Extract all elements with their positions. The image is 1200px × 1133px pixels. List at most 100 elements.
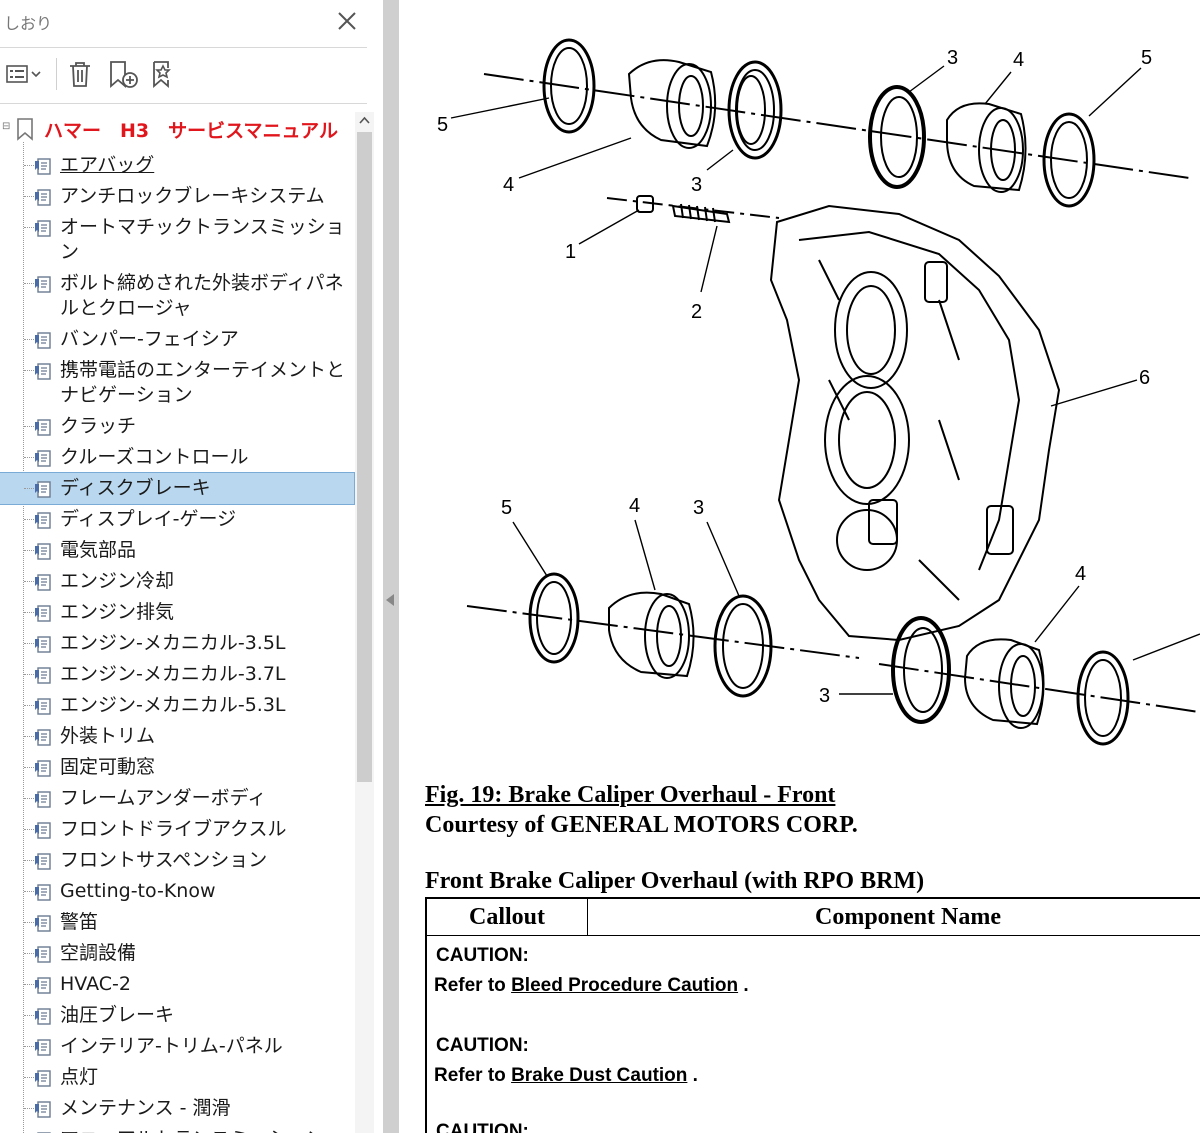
bookmark-label: 空調設備 <box>60 942 137 964</box>
bookmark-item[interactable]: エアバッグ <box>0 150 354 181</box>
options-menu-icon[interactable] <box>4 58 44 90</box>
bookmark-root[interactable]: ハマー H3 サービスマニュアル <box>44 120 338 142</box>
tree-connector <box>24 550 34 551</box>
bookmark-page-icon <box>35 332 51 349</box>
tree-connector <box>24 829 34 830</box>
bookmark-item[interactable]: エンジン-メカニカル-3.5L <box>0 628 354 659</box>
bookmark-item[interactable]: 点灯 <box>0 1062 354 1093</box>
tree-connector <box>24 736 34 737</box>
bookmark-item[interactable]: ディスプレイ-ゲージ <box>0 504 354 535</box>
bookmark-item[interactable]: ボルト締めされた外装ボディパネルとクロージャ <box>0 268 354 324</box>
document-page: 5 4 3 3 4 5 1 2 6 5 4 3 3 4 Fig. 19: Bra… <box>399 0 1200 1133</box>
bookmark-item[interactable]: エンジン-メカニカル-5.3L <box>0 690 354 721</box>
callout-5: 5 <box>501 497 512 519</box>
bookmark-settings-icon[interactable] <box>146 58 182 90</box>
tree-connector <box>24 488 34 489</box>
bookmark-item[interactable]: Getting-to-Know <box>0 876 354 907</box>
bookmark-label: マニュアルトランスミッション <box>60 1127 354 1133</box>
bookmark-item[interactable]: メンテナンス - 潤滑 <box>0 1093 354 1124</box>
trash-icon[interactable] <box>64 58 96 90</box>
bookmark-item[interactable]: 空調設備 <box>0 938 354 969</box>
bookmark-item[interactable]: 外装トリム <box>0 721 354 752</box>
scroll-up-icon[interactable] <box>355 112 374 130</box>
bookmark-label: アンチロックブレーキシステム <box>60 185 325 207</box>
callout-2: 2 <box>691 301 702 323</box>
bookmark-item[interactable]: フロントドライブアクスル <box>0 814 354 845</box>
bookmark-item[interactable]: エンジン冷却 <box>0 566 354 597</box>
bookmark-item[interactable]: 油圧ブレーキ <box>0 1000 354 1031</box>
bookmark-page-icon <box>35 363 51 380</box>
bookmark-label: インテリア-トリム-パネル <box>60 1035 283 1057</box>
tree-connector <box>24 953 34 954</box>
bookmark-item[interactable]: ディスクブレーキ <box>0 472 355 505</box>
tree-connector <box>24 283 34 284</box>
bookmark-page-icon <box>35 636 51 653</box>
bookmark-item[interactable]: フレームアンダーボディ <box>0 783 354 814</box>
caution-label: CAUTION: <box>436 1121 529 1133</box>
bookmark-item[interactable]: インテリア-トリム-パネル <box>0 1031 354 1062</box>
callout-4: 4 <box>1075 563 1086 585</box>
bookmark-page-icon <box>35 419 51 436</box>
bookmark-item[interactable]: オートマチックトランスミッション <box>0 212 354 268</box>
table-title: Front Brake Caliper Overhaul (with RPO B… <box>425 868 925 894</box>
tree-connector <box>24 426 34 427</box>
brake-caliper-figure: 5 4 3 3 4 5 1 2 6 5 4 3 3 4 <box>437 38 1200 746</box>
bookmark-item[interactable]: 警笛 <box>0 907 354 938</box>
tree-connector <box>24 1015 34 1016</box>
bookmark-label: 油圧ブレーキ <box>60 1004 175 1026</box>
bookmark-item[interactable]: フロントサスペンション <box>0 845 354 876</box>
bookmark-label: エンジン冷却 <box>60 570 175 592</box>
bookmark-page-icon <box>35 605 51 622</box>
tree-connector <box>24 457 34 458</box>
bookmark-item[interactable]: マニュアルトランスミッション <box>0 1124 354 1133</box>
callout-3: 3 <box>693 497 704 519</box>
collapse-toggle[interactable]: ⊟ <box>2 121 11 132</box>
new-bookmark-icon[interactable] <box>106 58 140 90</box>
bookmark-item[interactable]: HVAC-2 <box>0 969 354 1000</box>
close-icon[interactable] <box>334 8 360 34</box>
bookmark-label: HVAC-2 <box>60 973 131 995</box>
bookmark-page-icon <box>35 760 51 777</box>
callout-5: 5 <box>437 114 448 136</box>
tree-connector <box>24 165 34 166</box>
tree-connector <box>24 674 34 675</box>
bookmark-item[interactable]: 携帯電話のエンターテイメントとナビゲーション <box>0 355 354 411</box>
bookmark-item[interactable]: クラッチ <box>0 411 354 442</box>
bookmark-item[interactable]: 電気部品 <box>0 535 354 566</box>
bookmark-item[interactable]: クルーズコントロール <box>0 442 354 473</box>
bookmark-item[interactable]: エンジン排気 <box>0 597 354 628</box>
bleed-procedure-caution-link[interactable]: Bleed Procedure Caution <box>511 975 739 996</box>
tree-connector <box>24 922 34 923</box>
collapse-arrow-icon[interactable] <box>386 594 394 606</box>
column-header-component: Component Name <box>815 904 1001 930</box>
bookmark-icon <box>17 118 33 141</box>
bookmark-item[interactable]: エンジン-メカニカル-3.7L <box>0 659 354 690</box>
scrollbar-thumb[interactable] <box>357 132 372 782</box>
figure-courtesy: Courtesy of GENERAL MOTORS CORP. <box>425 812 858 838</box>
bookmark-item[interactable]: バンパー-フェイシア <box>0 324 354 355</box>
bookmark-item[interactable]: アンチロックブレーキシステム <box>0 181 354 212</box>
tree-connector <box>24 519 34 520</box>
panel-splitter[interactable] <box>383 0 399 1133</box>
tree-connector <box>24 643 34 644</box>
callout-3: 3 <box>691 174 702 196</box>
callout-3: 3 <box>819 685 830 707</box>
bookmark-page-icon <box>35 220 51 237</box>
bookmark-label: フレームアンダーボディ <box>60 787 267 809</box>
column-header-callout: Callout <box>427 899 588 935</box>
caution-text: Refer to Bleed Procedure Caution . <box>434 975 749 997</box>
refer-suffix: . <box>743 975 749 996</box>
caution-label: CAUTION: <box>436 1035 529 1056</box>
caution-text: Refer to Brake Dust Caution . <box>434 1065 698 1087</box>
bookmark-label: クラッチ <box>60 415 137 437</box>
bookmark-item[interactable]: 固定可動窓 <box>0 752 354 783</box>
bookmark-label: 点灯 <box>60 1066 99 1088</box>
bookmark-label: メンテナンス - 潤滑 <box>60 1097 231 1119</box>
table-header: Callout Component Name <box>427 899 1200 936</box>
brake-dust-caution-link[interactable]: Brake Dust Caution <box>511 1065 688 1086</box>
callout-4: 4 <box>503 174 514 196</box>
bookmark-label: 固定可動窓 <box>60 756 156 778</box>
panel-divider <box>0 47 367 48</box>
bookmark-label: クルーズコントロール <box>60 446 249 468</box>
tree-connector <box>24 339 34 340</box>
